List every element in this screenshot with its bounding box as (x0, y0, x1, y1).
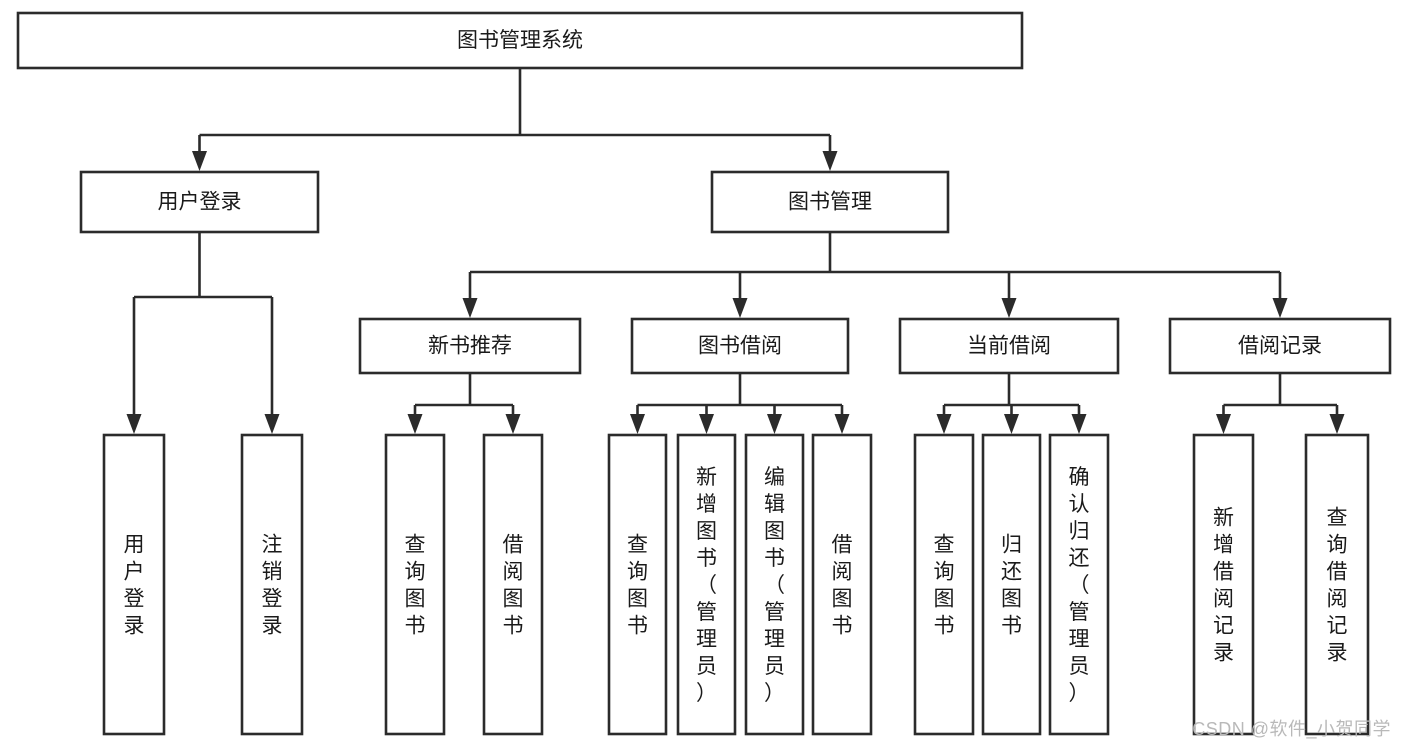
node-box (358, 317, 582, 375)
arrow-head-icon (407, 414, 423, 434)
node-label: 注销登录 (262, 534, 283, 638)
tree-node-n-history[interactable]: 借阅记录 (1168, 317, 1392, 375)
node-box (79, 170, 320, 234)
tree-node-n-current[interactable]: 当前借阅 (898, 317, 1120, 375)
node-label: 借阅图书 (832, 534, 853, 638)
tree-node-l-b-borrow[interactable]: 借阅图书 (811, 433, 873, 736)
node-label: 查询图书 (405, 534, 426, 638)
tree-node-l-nr-query[interactable]: 查询图书 (384, 433, 446, 736)
tree-node-l-b-edit[interactable]: 编辑图书（管理员） (744, 433, 805, 736)
tree-node-n-book-mgmt[interactable]: 图书管理 (710, 170, 950, 234)
node-label: 用户登录 (158, 191, 242, 214)
arrow-head-icon (1001, 298, 1017, 318)
node-label: 新书推荐 (428, 335, 512, 358)
arrow-head-icon (1216, 414, 1231, 434)
node-label: 当前借阅 (967, 335, 1051, 358)
node-label: 确认归还（管理员） (1069, 466, 1090, 705)
node-label: 新增借阅记录 (1213, 507, 1234, 665)
node-box (1168, 317, 1392, 375)
node-box (1304, 433, 1370, 736)
node-label: 用户登录 (124, 534, 145, 638)
tree-node-n-new-rec[interactable]: 新书推荐 (358, 317, 582, 375)
arrow-head-icon (699, 414, 714, 434)
node-box (1048, 433, 1110, 736)
node-box (744, 433, 805, 736)
arrow-head-icon (1329, 414, 1345, 434)
node-layer: 图书管理系统用户登录图书管理新书推荐图书借阅当前借阅借阅记录用户登录注销登录查询… (16, 11, 1392, 736)
tree-node-l-h-add[interactable]: 新增借阅记录 (1192, 433, 1255, 736)
tree-node-root[interactable]: 图书管理系统 (16, 11, 1024, 70)
arrow-head-icon (1071, 414, 1087, 434)
node-label: 查询图书 (627, 534, 648, 638)
arrow-head-icon (767, 414, 782, 434)
tree-node-l-c-query[interactable]: 查询图书 (913, 433, 975, 736)
node-label: 归还图书 (1001, 534, 1022, 638)
tree-node-l-nr-borrow[interactable]: 借阅图书 (482, 433, 544, 736)
node-box (913, 433, 975, 736)
arrow-head-icon (1272, 298, 1288, 318)
arrow-head-icon (126, 414, 142, 434)
tree-node-l-b-add[interactable]: 新增图书（管理员） (676, 433, 737, 736)
node-box (981, 433, 1042, 736)
node-label: 新增图书（管理员） (696, 466, 717, 705)
tree-node-n-user-login[interactable]: 用户登录 (79, 170, 320, 234)
arrow-head-icon (822, 151, 838, 171)
node-label: 查询借阅记录 (1327, 507, 1348, 665)
node-box (811, 433, 873, 736)
arrow-head-icon (1004, 414, 1019, 434)
tree-node-l-user-logout[interactable]: 注销登录 (240, 433, 304, 736)
node-box (1192, 433, 1255, 736)
node-label: 查询图书 (934, 534, 955, 638)
arrow-head-icon (834, 414, 850, 434)
arrow-head-icon (264, 414, 280, 434)
node-box (630, 317, 850, 375)
node-box (240, 433, 304, 736)
tree-node-l-c-confirm[interactable]: 确认归还（管理员） (1048, 433, 1110, 736)
node-box (898, 317, 1120, 375)
node-box (384, 433, 446, 736)
connector-layer (126, 68, 1345, 434)
node-box (102, 433, 166, 736)
watermark-label: CSDN @软件_小贺同学 (1192, 719, 1391, 739)
node-label: 图书借阅 (698, 335, 782, 358)
node-label: 借阅图书 (503, 534, 524, 638)
arrow-head-icon (936, 414, 952, 434)
arrow-head-icon (732, 298, 748, 318)
arrow-head-icon (192, 151, 207, 171)
tree-node-l-c-return[interactable]: 归还图书 (981, 433, 1042, 736)
arrow-head-icon (630, 414, 645, 434)
tree-node-n-borrow[interactable]: 图书借阅 (630, 317, 850, 375)
arrow-head-icon (462, 298, 478, 318)
tree-node-l-user-login[interactable]: 用户登录 (102, 433, 166, 736)
node-label: 编辑图书（管理员） (764, 466, 785, 705)
node-box (482, 433, 544, 736)
node-box (676, 433, 737, 736)
arrow-head-icon (505, 414, 521, 434)
node-label: 图书管理系统 (457, 29, 583, 52)
tree-node-l-h-query[interactable]: 查询借阅记录 (1304, 433, 1370, 736)
node-label: 图书管理 (788, 191, 872, 214)
node-box (16, 11, 1024, 70)
node-box (607, 433, 668, 736)
tree-node-l-b-query[interactable]: 查询图书 (607, 433, 668, 736)
node-box (710, 170, 950, 234)
node-label: 借阅记录 (1238, 335, 1322, 358)
